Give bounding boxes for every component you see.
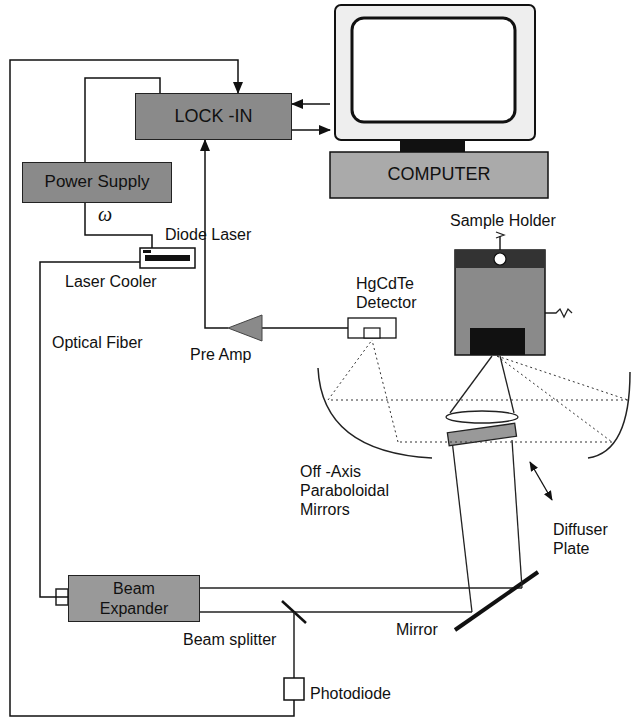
signal-wire bbox=[262, 327, 348, 329]
laser-beam bbox=[450, 356, 492, 413]
hgcdte-detector-shape bbox=[348, 318, 396, 338]
node-label: Sample Holder bbox=[450, 211, 556, 230]
node-label: Pre Amp bbox=[190, 345, 251, 364]
pre-amplifier-shape bbox=[228, 315, 262, 341]
callout-label: Beam splitter bbox=[183, 630, 276, 649]
signal-wire bbox=[85, 203, 152, 248]
node-label: Beam Expander bbox=[94, 579, 174, 617]
laser-beam bbox=[452, 440, 472, 612]
hgcdte-detector: HgCdTe Detector bbox=[348, 318, 396, 338]
move-arrow bbox=[530, 462, 552, 500]
pre-amplifier: Pre Amp bbox=[228, 315, 262, 341]
split-beam bbox=[293, 612, 295, 678]
holder-rod bbox=[496, 232, 504, 238]
paraboloidal-mirror bbox=[318, 368, 432, 458]
lens bbox=[446, 411, 518, 423]
photodiode-shape bbox=[284, 678, 304, 700]
diode-laser: Diode LaserLaser Cooler bbox=[140, 248, 195, 268]
mirror bbox=[455, 572, 538, 630]
callout-label: ω bbox=[98, 202, 112, 226]
callout-label: Mirror bbox=[396, 620, 438, 639]
holder-rod bbox=[499, 236, 501, 250]
sample-holder: Sample Holder bbox=[455, 250, 545, 355]
callout-label: Off -Axis Paraboloidal Mirrors bbox=[300, 462, 410, 520]
sample-holder-shape bbox=[455, 250, 545, 355]
computer: COMPUTER bbox=[330, 5, 548, 198]
callout-label: Optical Fiber bbox=[52, 333, 143, 352]
laser-beam bbox=[200, 611, 472, 613]
paraboloidal-mirror bbox=[588, 372, 630, 458]
signal-wire bbox=[10, 60, 294, 716]
signal-wire bbox=[40, 262, 140, 597]
node-label: LOCK -IN bbox=[174, 106, 252, 128]
node-label: HgCdTe Detector bbox=[356, 274, 428, 312]
node-sublabel: Laser Cooler bbox=[65, 272, 157, 291]
node-label: Diode Laser bbox=[165, 225, 251, 244]
laser-beam bbox=[500, 356, 514, 413]
laser-beam bbox=[512, 440, 522, 588]
node-label: Power Supply bbox=[45, 172, 150, 192]
power-supply: Power Supply bbox=[22, 162, 172, 203]
callout-label: Diffuser Plate bbox=[553, 520, 628, 558]
lock-in-amplifier: LOCK -IN bbox=[135, 93, 292, 140]
diode-laser-shape bbox=[140, 248, 195, 268]
beam-expander: Beam Expander bbox=[68, 575, 200, 622]
holder-lead bbox=[545, 309, 572, 317]
signal-wire bbox=[292, 103, 330, 105]
photodiode: Photodiode bbox=[284, 678, 304, 700]
node-label: Photodiode bbox=[310, 684, 391, 703]
node-label: COMPUTER bbox=[330, 152, 548, 198]
laser-beam bbox=[200, 587, 522, 589]
signal-wire bbox=[292, 129, 330, 131]
